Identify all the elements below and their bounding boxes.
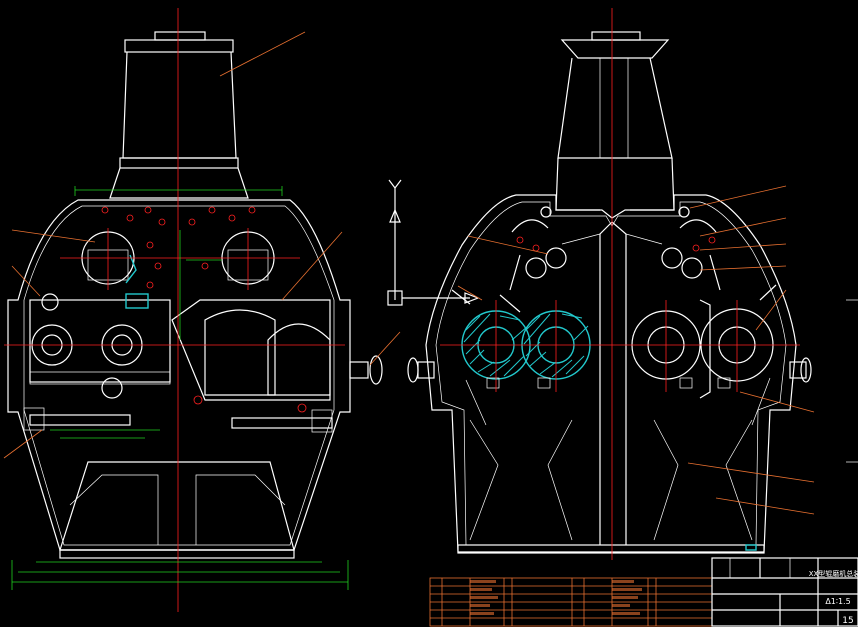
left-centerlines xyxy=(4,8,345,612)
left-body xyxy=(7,199,351,559)
roll-hatch xyxy=(463,313,589,378)
right-view xyxy=(407,8,815,560)
parts-list xyxy=(429,577,713,627)
right-centerlines xyxy=(440,8,800,560)
left-shafts xyxy=(23,355,383,433)
right-grinding-rolls xyxy=(407,284,812,426)
right-leaders xyxy=(457,185,815,515)
left-dimensions xyxy=(11,186,349,590)
right-hopper xyxy=(555,31,675,211)
left-leaders xyxy=(3,31,401,459)
left-bolts xyxy=(101,206,307,413)
left-hopper xyxy=(109,31,249,199)
right-feed-rollers xyxy=(509,206,721,291)
left-view xyxy=(3,8,401,612)
axis-symbol xyxy=(387,179,480,306)
title-block-scale: Δ1∶1.5 xyxy=(825,597,850,606)
right-body xyxy=(425,194,797,554)
title-block-sheet: 15 xyxy=(842,616,853,626)
title-block: XX型辊磨机总装图 Δ1∶1.5 15 xyxy=(711,557,858,627)
title-block-name: XX型辊磨机总装图 xyxy=(809,569,858,578)
